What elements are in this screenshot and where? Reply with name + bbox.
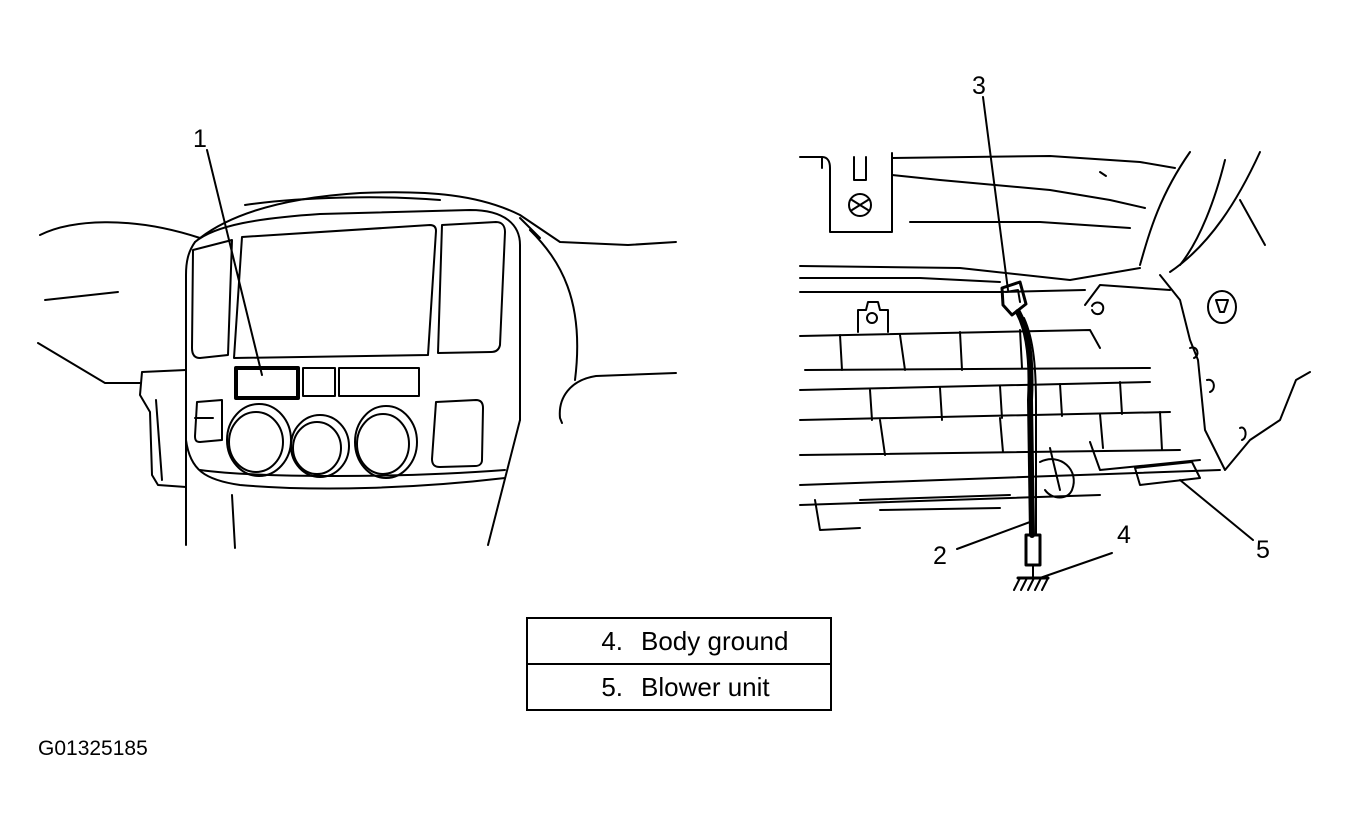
legend-number: 5. bbox=[601, 671, 623, 702]
callout-4: 4 bbox=[1117, 521, 1131, 549]
instrument-panel-illustration bbox=[37, 149, 677, 549]
figure-id: G01325185 bbox=[38, 737, 148, 760]
legend-row: 5. Blower unit bbox=[528, 663, 830, 709]
legend-table: 4. Body ground 5. Blower unit bbox=[526, 617, 832, 711]
legend-label: Blower unit bbox=[641, 671, 770, 702]
callout-2: 2 bbox=[933, 542, 947, 570]
callout-1: 1 bbox=[193, 125, 207, 153]
callout-5: 5 bbox=[1256, 536, 1270, 564]
legend-number: 4. bbox=[601, 625, 623, 656]
callout-3: 3 bbox=[972, 72, 986, 100]
blower-unit-illustration bbox=[799, 96, 1311, 591]
legend-label: Body ground bbox=[641, 625, 789, 656]
legend-row: 4. Body ground bbox=[528, 619, 830, 663]
